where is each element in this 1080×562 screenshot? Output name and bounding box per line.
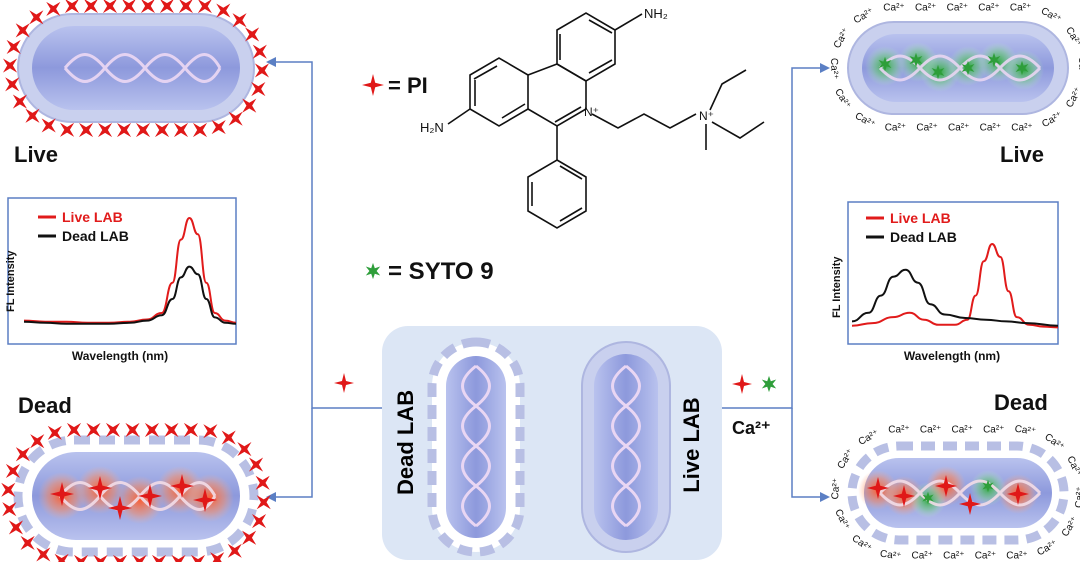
syto9-burst-icon [761,375,777,393]
calcium-ion-label: Ca²⁺ [828,58,839,80]
calcium-ion-label: Ca²⁺ [857,428,881,448]
calcium-ion-label: Ca²⁺ [1039,6,1063,26]
calcium-ion-label: Ca²⁺ [883,3,904,14]
cell-dead-right: Ca²⁺Ca²⁺Ca²⁺Ca²⁺Ca²⁺Ca²⁺Ca²⁺Ca²⁺Ca²⁺Ca²⁺… [830,424,1080,562]
connector-arrows [268,61,826,498]
dna-helix [63,53,222,83]
x-axis-label: Wavelength (nm) [72,349,168,363]
pi-glow-spot [116,476,164,524]
calcium-ion-label: Ca²⁺ [832,508,851,532]
y-axis-label: FL Intensity [5,250,17,312]
dna-helix [878,479,1042,507]
label-dead-lab: Dead LAB [393,389,418,495]
calcium-ion-label: Ca²⁺ [912,551,933,562]
calcium-ion-label: Ca²⁺ [888,425,909,436]
calcium-ion-label: Ca²⁺ [1014,424,1037,438]
legend-label-live: Live LAB [62,209,123,225]
legend-label-dead: Dead LAB [890,229,957,245]
calcium-ion-label: Ca²⁺ [1040,110,1064,130]
calcium-ion-label: Ca²⁺ [915,3,936,14]
calcium-ion-label: Ca²⁺ [832,26,852,50]
calcium-ion-label: Ca²⁺ [1076,57,1080,79]
calcium-ion-label: Ca²⁺ [1035,538,1059,558]
legend-label-dead: Dead LAB [62,228,129,244]
calcium-ion-label: Ca²⁺ [948,123,969,134]
x-axis-label: Wavelength (nm) [904,349,1000,363]
pi-star-icon [334,373,354,393]
calcium-ion-label: Ca²⁺ [832,87,852,111]
calcium-ion-label: Ca²⁺ [920,425,941,436]
y-axis-label: FL Intensity [831,256,843,318]
series-dead-lab-line [851,268,1059,327]
calcium-ion-label: Ca²⁺ [885,123,906,134]
calcium-ion-label: Ca²⁺ [978,3,999,14]
chart-right: Live LAB Dead LAB Wavelength (nm) FL Int… [831,201,1059,363]
calcium-ion-label: Ca²⁺ [947,3,968,14]
calcium-ion-label: Ca²⁺ [1006,551,1027,562]
calcium-ion-label: Ca²⁺ [1064,86,1080,110]
legend-label-live: Live LAB [890,210,951,226]
calcium-ion-label: Ca²⁺ [830,478,842,500]
cell-dead-left [0,415,278,562]
n-plus-ring-label: N⁺ [584,105,599,119]
series-live-lab-line [851,242,1059,329]
arrow-heads [266,57,830,502]
n-plus-chain-label: N⁺ [699,109,714,123]
calcium-ion-label: Ca²⁺ [980,123,1001,134]
h2n-label: H₂N [420,120,444,135]
pi-glow-spot [186,474,234,522]
calcium-ion-label: Ca²⁺ [1010,3,1031,14]
pi-legend-label: = PI [388,73,428,98]
pi-legend-icon [362,74,384,96]
series-live-lab-line [23,216,237,324]
calcium-ion-label: Ca²⁺ [983,425,1004,436]
calcium-ion-label: Ca²⁺ [836,447,857,471]
nh2-label: NH₂ [644,6,668,21]
label-live-right: Live [1000,142,1045,167]
calcium-ion-label: Ca²⁺ [916,123,937,134]
label-dead-left: Dead [18,393,72,418]
dna-helix [878,54,1042,82]
syto9-legend-label: = SYTO 9 [388,258,494,285]
calcium-ion-label: Ca²⁺ [1064,454,1080,478]
calcium-label: Ca²⁺ [732,418,771,438]
calcium-ion-label: Ca²⁺ [879,549,902,562]
calcium-ion-label: Ca²⁺ [1063,25,1080,49]
cell-live-left [0,0,277,145]
calcium-ion-label: Ca²⁺ [943,551,964,562]
series-dead-lab-line [23,265,237,325]
chart-left: Live LAB Dead LAB Wavelength (nm) FL Int… [5,197,237,363]
calcium-ion-label: Ca²⁺ [853,111,877,131]
calcium-ion-label: Ca²⁺ [852,6,876,26]
calcium-ion-label: Ca²⁺ [1011,123,1032,134]
calcium-ion-label: Ca²⁺ [1042,432,1066,453]
label-dead-right: Dead [994,390,1048,415]
pi-star-icon [732,374,752,394]
calcium-ion-label: Ca²⁺ [850,533,874,554]
calcium-ion-label: Ca²⁺ [975,551,996,562]
label-live-lab: Live LAB [679,397,704,493]
dna-helix [461,364,491,528]
calcium-ion-label: Ca²⁺ [951,425,972,436]
propidium-structure [447,12,765,229]
calcium-ion-label: Ca²⁺ [1074,486,1080,508]
center-panel [382,326,722,560]
syto9-legend-icon [365,262,381,280]
dna-helix [611,364,641,528]
cell-live-right: Ca²⁺Ca²⁺Ca²⁺Ca²⁺Ca²⁺Ca²⁺Ca²⁺Ca²⁺Ca²⁺Ca²⁺… [828,3,1080,134]
calcium-ion-label: Ca²⁺ [1060,515,1080,539]
molecule-labels: NH₂ H₂N N⁺ N⁺ [420,6,714,135]
label-live-left: Live [14,142,59,167]
